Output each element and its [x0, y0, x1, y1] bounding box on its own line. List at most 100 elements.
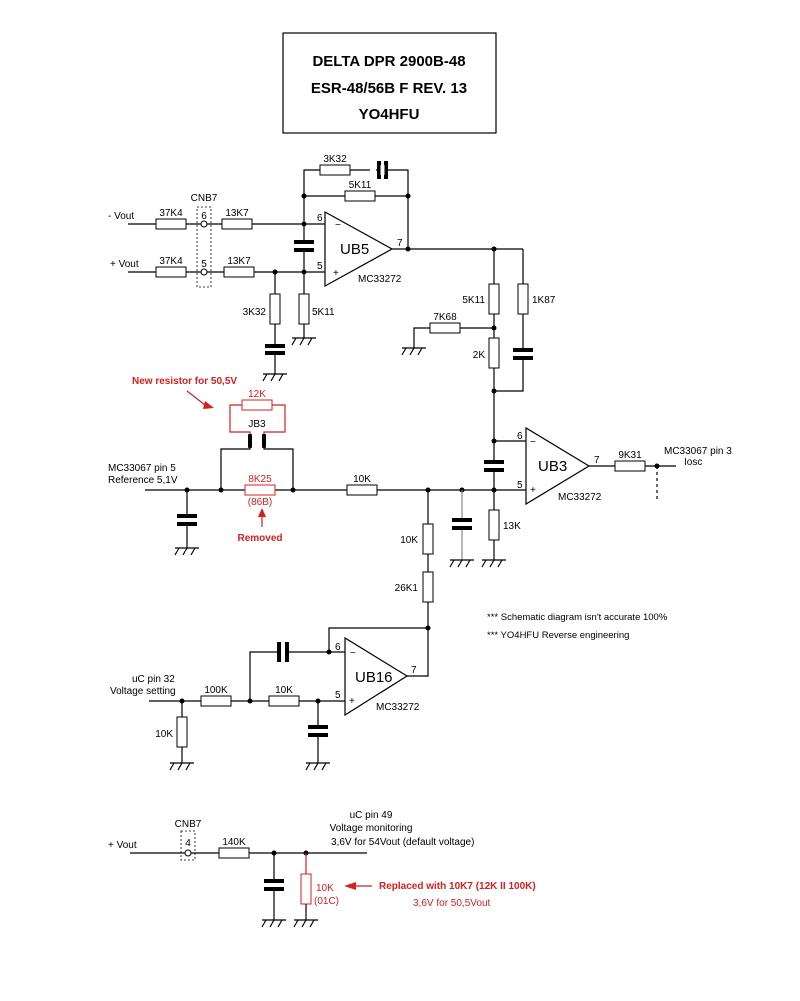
capacitor-ub3-filter-b: [452, 526, 472, 530]
ground-icon: [293, 919, 318, 928]
resistor-10k-ub16-label: 10K: [275, 685, 293, 696]
opamp-ub3-pin6: 6: [517, 431, 523, 442]
ground-icon: [449, 559, 474, 568]
resistor-26k1: [422, 571, 434, 603]
capacitor-3k32-a: [265, 344, 285, 348]
connector-cnb7-monitor: [180, 830, 196, 861]
uc32-label-line2: Voltage setting: [110, 686, 176, 697]
capacitor-ub16-filter-b: [308, 733, 328, 737]
resistor-2k: [488, 337, 500, 369]
plus-vout-monitor-label: + Vout: [108, 840, 137, 851]
uc49-label-line2: Voltage monitoring: [330, 823, 413, 834]
capacitor-monitor-b: [264, 887, 284, 891]
resistor-13k7-b-label: 13K7: [227, 256, 251, 267]
connector-cnb7-monitor-label: CNB7: [175, 819, 202, 830]
jumper-jb3-pin-a: [248, 434, 252, 448]
opamp-ub3-plus: +: [530, 485, 536, 496]
connector-cnb7: [196, 206, 212, 288]
resistor-8k25-code: (86B): [248, 497, 272, 508]
resistor-5k11-divider-label: 5K11: [462, 295, 485, 306]
resistor-7k68: [429, 322, 461, 334]
capacitor-ub3-input-a: [484, 460, 504, 464]
connector-pin5-terminal: [200, 268, 208, 276]
capacitor-ub16-feedback-a: [277, 642, 281, 662]
connector-pin6: 6: [201, 211, 207, 222]
capacitor-input-b: [294, 248, 314, 252]
resistor-10k-monitor-label: 10K: [316, 883, 334, 894]
opamp-ub3-pin7: 7: [594, 455, 600, 466]
note-accuracy: *** Schematic diagram isn't accurate 100…: [487, 612, 668, 623]
capacitor-ub3-filter-a: [452, 518, 472, 522]
resistor-5k11-divider: [488, 283, 500, 315]
resistor-10k-monitor-replaced: [300, 873, 312, 905]
resistor-10k-reference-label: 10K: [353, 474, 371, 485]
jumper-jb3-label: JB3: [248, 419, 266, 430]
opamp-ub16-minus: −: [350, 648, 356, 659]
resistor-3k32-feedback: [319, 164, 351, 176]
opamp-ub3-minus: −: [530, 437, 536, 448]
resistor-10k-vertical: [422, 523, 434, 555]
ground-icon: [291, 337, 316, 346]
ground-icon: [261, 919, 286, 928]
iosc-label-line2: Iosc: [684, 457, 702, 468]
resistor-5k11-ground-label: 5K11: [312, 307, 335, 318]
ground-icon: [169, 762, 194, 771]
capacitor-input-a: [294, 240, 314, 244]
resistor-37k4-b-label: 37K4: [159, 256, 183, 267]
plus-vout-label: + Vout: [110, 259, 139, 270]
ub16-section: uC pin 32 Voltage setting 100K 10K 10K U…: [110, 627, 429, 771]
opamp-ub5-part: MC33272: [358, 274, 402, 285]
resistor-3k32-feedback-label: 3K32: [323, 154, 347, 165]
capacitor-ub16-filter-a: [308, 725, 328, 729]
opamp-ub16-label: UB16: [355, 669, 393, 686]
uc32-label-line1: uC pin 32: [132, 674, 175, 685]
divider-section: 5K11 1K87 7K68 2K: [401, 246, 556, 460]
title-frame: [282, 32, 497, 134]
opamp-ub16-part: MC33272: [376, 702, 420, 713]
resistor-10k-ub16: [268, 695, 300, 707]
connector-pin5: 5: [201, 259, 207, 270]
uc49-label-line3: 3,6V for 54Vout (default voltage): [331, 837, 474, 848]
opamp-ub16-pin6: 6: [335, 642, 341, 653]
ground-icon: [401, 347, 426, 356]
opamp-ub3-label: UB3: [538, 458, 567, 475]
resistor-1k87-label: 1K87: [532, 295, 556, 306]
resistor-5k11-feedback-label: 5K11: [349, 180, 372, 191]
ground-icon: [481, 559, 506, 568]
capacitor-reference-b: [177, 522, 197, 526]
reference-section: MC33067 pin 5 Reference 5,1V 8K25 (86B) …: [108, 376, 434, 672]
opamp-ub3-pin5: 5: [517, 480, 523, 491]
opamp-ub16-pin5: 5: [335, 690, 341, 701]
minus-vout-label: - Vout: [108, 211, 134, 222]
jumper-jb3-pin-b: [262, 434, 266, 448]
resistor-37k4-a: [155, 218, 187, 230]
ub5-section: - Vout + Vout 37K4 37K4 CNB7 6 5 13K7 13…: [108, 154, 523, 382]
new-resistor-annotation: New resistor for 50,5V: [132, 376, 237, 387]
connector-cnb7-label: CNB7: [191, 193, 218, 204]
capacitor-monitor-a: [264, 879, 284, 883]
resistor-26k1-label: 26K1: [395, 583, 419, 594]
capacitor-3k32-b: [265, 351, 285, 355]
opamp-ub5-pin6: 6: [317, 213, 323, 224]
resistor-10k-monitor-code: (01C): [314, 896, 339, 907]
resistor-140k: [218, 847, 250, 859]
connector-pin6-terminal: [200, 220, 208, 228]
resistor-1k87: [517, 283, 529, 315]
resistor-13k7-b: [223, 266, 255, 278]
resistor-10k-ground: [176, 716, 188, 748]
capacitor-1k87-a: [513, 348, 533, 352]
ground-icon: [174, 547, 199, 556]
opamp-ub5-plus: +: [333, 268, 339, 279]
opamp-ub16: [344, 636, 409, 717]
resistor-12k-new: [241, 399, 273, 411]
opamp-ub16-pin7: 7: [411, 665, 417, 676]
resistor-13k7-a: [221, 218, 253, 230]
resistor-12k-new-label: 12K: [248, 389, 266, 400]
uc49-label-line1: uC pin 49: [350, 810, 393, 821]
resistor-37k4-a-label: 37K4: [159, 208, 183, 219]
capacitor-ub16-feedback-b: [285, 642, 289, 662]
ub3-section: 13K UB3 − + 6 5 7 MC33272 9K31 MC33067 p…: [428, 426, 732, 568]
resistor-5k11-feedback: [344, 190, 376, 202]
removed-arrow-icon: [258, 508, 266, 517]
